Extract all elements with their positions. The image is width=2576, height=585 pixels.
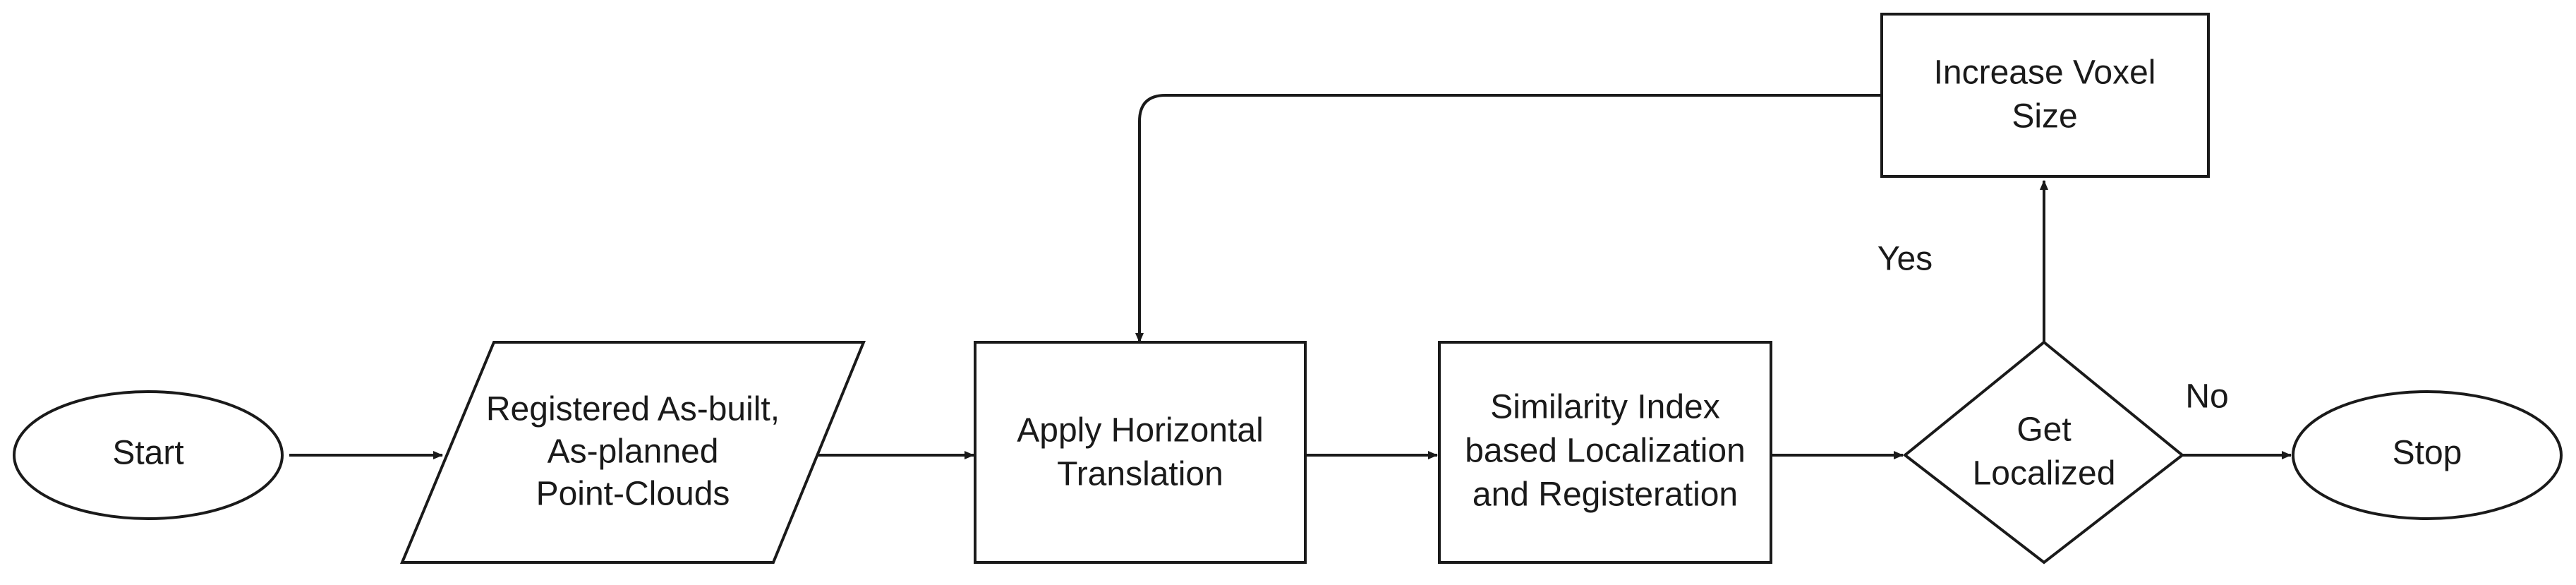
localize-label-line2: based Localization [1465,433,1746,470]
arrow-voxel-to-translate [1135,94,1882,343]
yes-edge-label: Yes [1877,241,1933,278]
decision-node: Get Localized [1902,340,2185,565]
stop-label: Stop [2393,435,2462,472]
localize-label-line1: Similarity Index [1490,389,1719,426]
voxel-label-line1: Increase Voxel [1934,54,2156,92]
start-node: Start [13,390,284,520]
stop-node: Stop [2292,390,2563,520]
decision-label-line2: Localized [1973,455,2116,493]
input-label-line1: Registered As-built, [486,391,780,428]
translate-node: Apply Horizontal Translation [974,341,1307,564]
voxel-node: Increase Voxel Size [1880,13,2210,178]
input-node: Registered As-built, As-planned Point-Cl… [400,341,866,564]
input-label-line2: As-planned [548,433,719,471]
translate-label-line2: Translation [1057,456,1223,493]
voxel-label-line2: Size [2012,98,2077,135]
translate-label-line1: Apply Horizontal [1017,412,1264,450]
no-edge-label: No [2185,378,2228,416]
start-label: Start [112,435,183,472]
input-label-line3: Point-Clouds [536,476,730,513]
localize-label-line3: and Registeration [1473,476,1738,514]
decision-label-line1: Get [2016,411,2071,449]
localize-node: Similarity Index based Localization and … [1438,341,1772,564]
